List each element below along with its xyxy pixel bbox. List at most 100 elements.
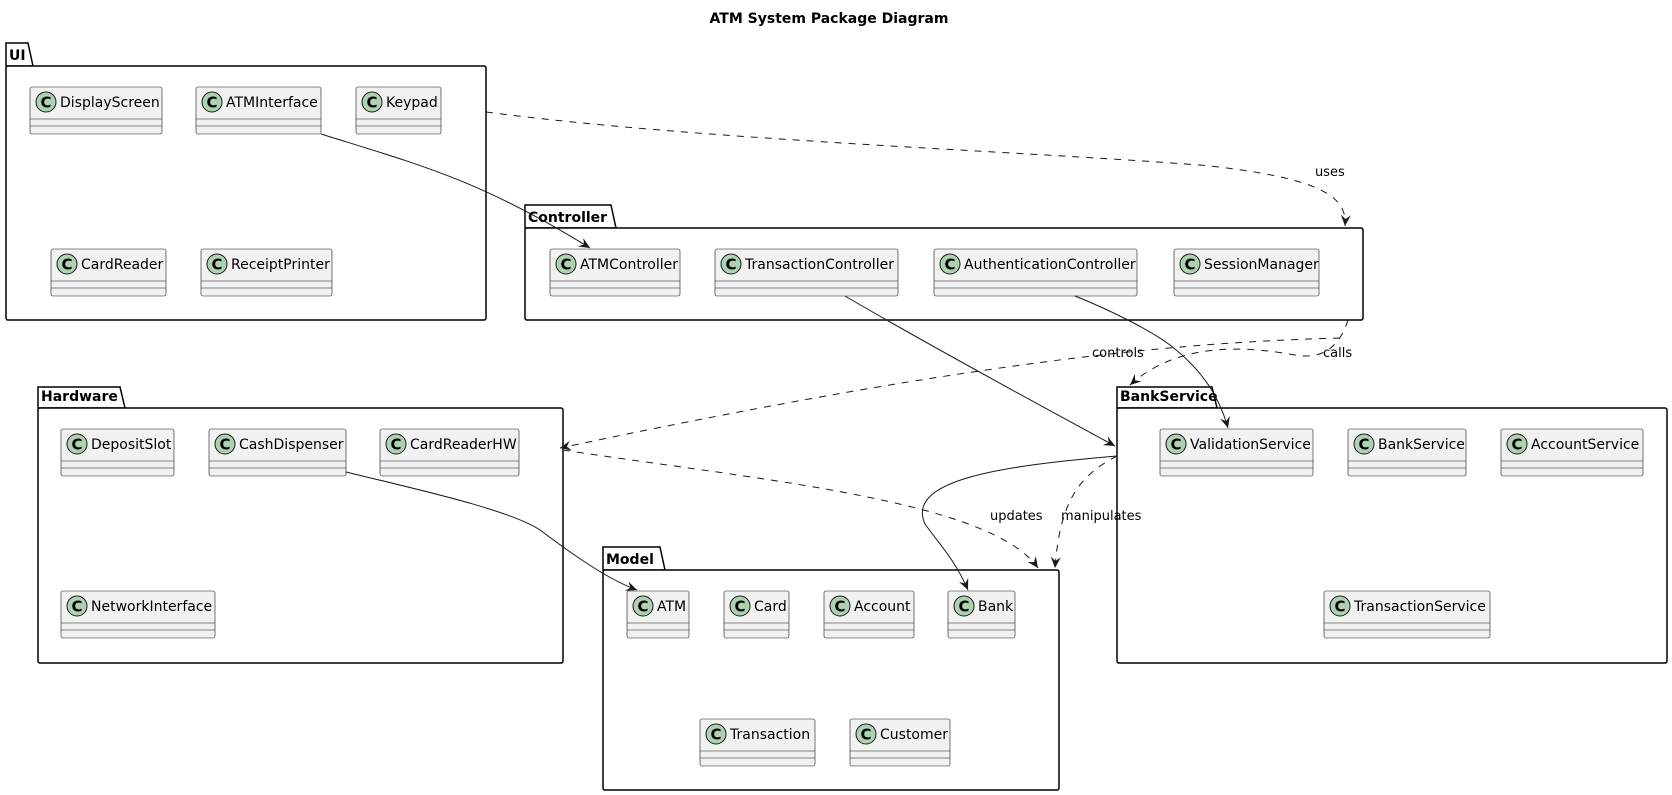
class-display-screen[interactable]: C DisplayScreen	[29, 86, 163, 135]
class-icon	[66, 595, 88, 617]
class-icon	[632, 595, 654, 617]
class-name: SessionManager	[1204, 257, 1319, 273]
package-ui: UI C DisplayScreen C ATMInterface C Keyp…	[5, 42, 487, 321]
class-atm[interactable]: C ATM	[626, 590, 690, 639]
package-model: Model C ATM C Card C Account C B	[602, 546, 1060, 791]
class-name: DepositSlot	[91, 437, 172, 453]
class-deposit-slot[interactable]: C DepositSlot	[60, 428, 175, 477]
class-icon	[729, 595, 751, 617]
class-icon	[1329, 595, 1351, 617]
class-name: AuthenticationController	[964, 257, 1136, 273]
svg-text:C: C	[40, 94, 51, 112]
class-icon	[555, 253, 577, 275]
svg-text:C: C	[860, 726, 871, 744]
class-icon	[66, 433, 88, 455]
svg-text:C: C	[366, 94, 377, 112]
svg-text:C: C	[1170, 436, 1181, 454]
edge-bankservice-manipulates-model	[1050, 455, 1118, 569]
class-validation-service[interactable]: C ValidationService	[1159, 428, 1314, 477]
class-name: Keypad	[386, 95, 438, 111]
class-name: ATMInterface	[226, 95, 318, 111]
class-transaction-controller[interactable]: C TransactionController	[714, 248, 899, 297]
class-atm-controller[interactable]: C ATMController	[549, 248, 681, 297]
class-name: ReceiptPrinter	[231, 257, 330, 273]
class-icon	[214, 433, 236, 455]
svg-text:C: C	[390, 436, 401, 454]
svg-text:C: C	[958, 598, 969, 616]
package-bank-service-name: BankService	[1120, 389, 1218, 405]
class-name: TransactionController	[744, 257, 894, 273]
edge-controller-calls-bankservice	[1129, 319, 1349, 386]
class-icon	[385, 433, 407, 455]
class-icon	[855, 723, 877, 745]
svg-text:C: C	[1334, 598, 1345, 616]
class-transaction-service[interactable]: C TransactionService	[1323, 590, 1491, 639]
class-account[interactable]: C Account	[823, 590, 915, 639]
class-icon	[361, 91, 383, 113]
edge-authcontroller-validationservice	[1074, 295, 1230, 429]
svg-text:C: C	[61, 256, 72, 274]
svg-text:C: C	[834, 598, 845, 616]
package-bank-service: BankService C ValidationService C BankSe…	[1116, 386, 1668, 664]
class-icon	[829, 595, 851, 617]
class-name: CardReader	[81, 257, 164, 273]
class-session-manager[interactable]: C SessionManager	[1173, 248, 1320, 297]
package-ui-name: UI	[9, 48, 26, 64]
diagram-title: ATM System Package Diagram	[710, 11, 949, 27]
class-atm-interface[interactable]: C ATMInterface	[195, 86, 322, 135]
class-card-reader-hw[interactable]: C CardReaderHW	[379, 428, 520, 477]
edge-label-calls: calls	[1323, 346, 1352, 361]
svg-text:C: C	[637, 598, 648, 616]
class-card[interactable]: C Card	[723, 590, 790, 639]
class-name: ValidationService	[1190, 437, 1311, 453]
class-name: DisplayScreen	[60, 95, 160, 111]
class-name: BankService	[1378, 437, 1465, 453]
svg-text:C: C	[725, 256, 736, 274]
package-controller-name: Controller	[528, 210, 607, 226]
class-name: ATMController	[580, 257, 678, 273]
svg-text:C: C	[206, 94, 217, 112]
edge-atminterface-atmcontroller	[320, 133, 591, 249]
class-name: AccountService	[1531, 437, 1639, 453]
class-cash-dispenser[interactable]: C CashDispenser	[208, 428, 347, 477]
class-icon	[206, 253, 228, 275]
class-name: Account	[854, 599, 911, 615]
edge-label-uses: uses	[1315, 165, 1345, 180]
svg-text:C: C	[1358, 436, 1369, 454]
class-keypad[interactable]: C Keypad	[355, 86, 442, 135]
svg-text:C: C	[1511, 436, 1522, 454]
class-bank-service[interactable]: C BankService	[1347, 428, 1467, 477]
class-customer[interactable]: C Customer	[849, 718, 951, 767]
class-bank[interactable]: C Bank	[947, 590, 1016, 639]
class-network-interface[interactable]: C NetworkInterface	[60, 590, 216, 639]
class-icon	[705, 723, 727, 745]
class-card-reader[interactable]: C CardReader	[50, 248, 167, 297]
package-hardware-name: Hardware	[41, 389, 118, 405]
class-icon	[1165, 433, 1187, 455]
class-transaction[interactable]: C Transaction	[699, 718, 816, 767]
class-name: Customer	[880, 727, 948, 743]
edge-ui-uses-controller	[485, 111, 1351, 227]
class-name: CashDispenser	[239, 437, 344, 453]
package-hardware: Hardware C DepositSlot C CashDispenser C…	[37, 386, 564, 664]
svg-text:C: C	[560, 256, 571, 274]
edge-label-updates: updates	[990, 509, 1043, 524]
class-name: Bank	[978, 599, 1014, 615]
svg-text:C: C	[944, 256, 955, 274]
svg-text:C: C	[219, 436, 230, 454]
class-name: ATM	[657, 599, 686, 615]
edge-label-manipulates: manipulates	[1061, 509, 1142, 524]
class-receipt-printer[interactable]: C ReceiptPrinter	[200, 248, 333, 297]
svg-text:C: C	[71, 598, 82, 616]
class-icon	[1506, 433, 1528, 455]
class-authentication-controller[interactable]: C AuthenticationController	[933, 248, 1138, 297]
class-account-service[interactable]: C AccountService	[1500, 428, 1644, 477]
svg-text:C: C	[734, 598, 745, 616]
edge-label-controls: controls	[1092, 346, 1144, 361]
package-controller: Controller C ATMController C Transaction…	[524, 204, 1364, 321]
class-name: NetworkInterface	[91, 599, 212, 615]
svg-text:C: C	[710, 726, 721, 744]
class-icon	[56, 253, 78, 275]
edge-hardware-updates-model	[562, 449, 1039, 569]
